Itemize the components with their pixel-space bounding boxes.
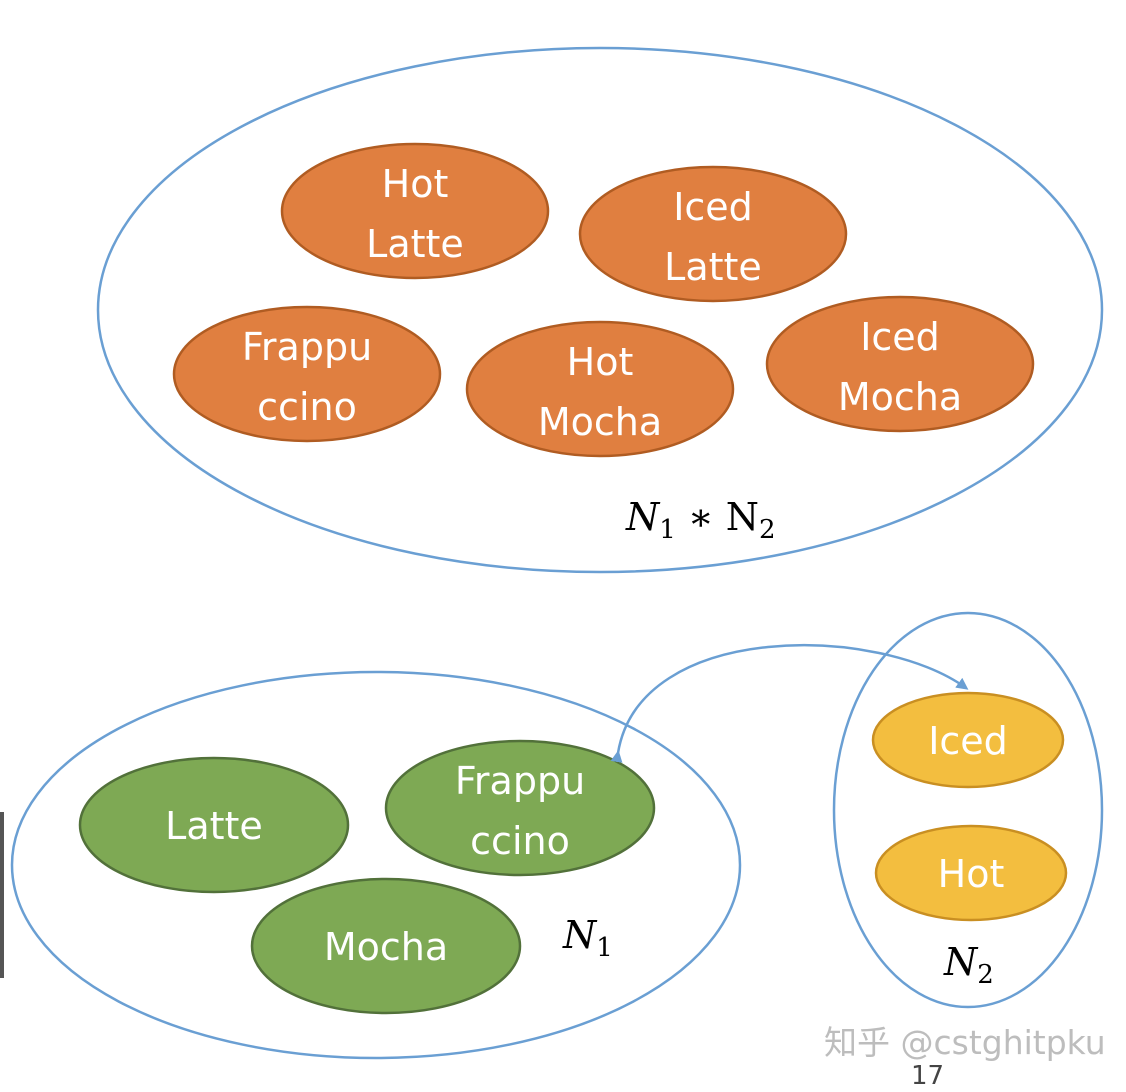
n1-item-frappuccino: Frappu ccino bbox=[384, 739, 656, 877]
left-edge-bar bbox=[0, 812, 4, 978]
product-item-line: Latte bbox=[366, 222, 464, 266]
product-set-outline bbox=[96, 46, 1104, 574]
n1-item-line: Frappu bbox=[455, 759, 585, 803]
product-set-label: N1 ∗ N2 bbox=[625, 495, 776, 545]
product-item-line: Frappu bbox=[242, 325, 372, 369]
set-n2-outline bbox=[832, 611, 1104, 1009]
product-item-line: Iced bbox=[673, 185, 753, 229]
product-item-line: Mocha bbox=[838, 375, 962, 419]
product-item-line: Mocha bbox=[538, 400, 662, 444]
product-item-line: Hot bbox=[382, 162, 449, 206]
n2-item-line: Iced bbox=[928, 719, 1008, 763]
n1-item-line: Latte bbox=[165, 804, 263, 848]
n1-item-mocha: Mocha bbox=[250, 877, 522, 1015]
product-item-line: Iced bbox=[860, 315, 940, 359]
n1-item-latte: Latte bbox=[78, 756, 350, 894]
n2-item-line: Hot bbox=[938, 852, 1005, 896]
page-number: 17 bbox=[911, 1061, 944, 1091]
n2-item-iced: Iced bbox=[871, 691, 1065, 789]
watermark: 知乎 @cstghitpku bbox=[824, 1023, 1106, 1062]
n2-item-hot: Hot bbox=[874, 824, 1068, 922]
set-n2-label: N2 bbox=[943, 940, 994, 990]
set-n1-label: N1 bbox=[562, 913, 613, 963]
pairing-arrow bbox=[610, 644, 969, 763]
n1-item-line: Mocha bbox=[324, 925, 448, 969]
n1-item-line: ccino bbox=[470, 819, 570, 863]
product-item-iced-mocha: Iced Mocha bbox=[765, 295, 1035, 433]
product-item-line: Hot bbox=[567, 340, 634, 384]
product-item-iced-latte: Iced Latte bbox=[578, 165, 848, 303]
product-item-hot-mocha: Hot Mocha bbox=[465, 320, 735, 458]
product-item-line: Latte bbox=[664, 245, 762, 289]
product-item-hot-latte: Hot Latte bbox=[280, 142, 550, 280]
product-item-frappuccino: Frappu ccino bbox=[172, 305, 442, 443]
product-item-line: ccino bbox=[257, 385, 357, 429]
set-n1-outline bbox=[10, 670, 742, 1060]
